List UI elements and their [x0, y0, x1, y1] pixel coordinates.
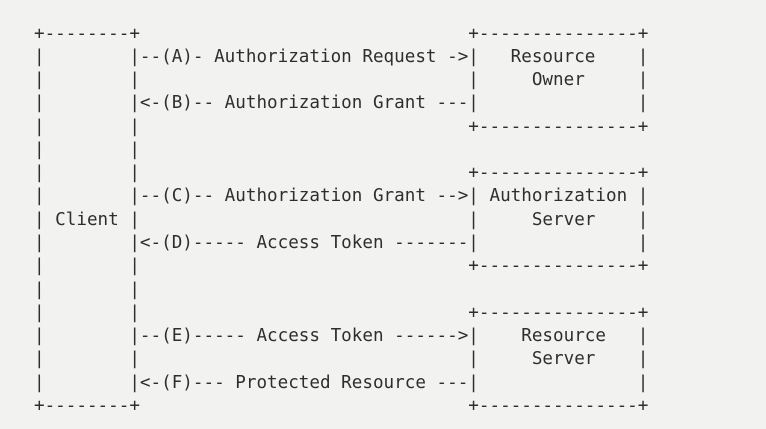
diagram-line-message-b: | |<-(B)-- Authorization Grant ---| | [34, 93, 649, 114]
diagram-line-message-a: | |--(A)- Authorization Request ->| Reso… [34, 46, 649, 67]
diagram-line-client-label: | Client | | Server | [34, 209, 649, 230]
diagram-line: | | +---------------+ [34, 256, 649, 277]
ascii-protocol-flow-diagram: +--------+ +---------------+| |--(A)- Au… [0, 17, 766, 429]
diagram-line: | | [34, 139, 140, 160]
diagram-line: +--------+ +---------------+ [34, 23, 649, 44]
diagram-line-message-d: | |<-(D)----- Access Token -------| | [34, 232, 649, 253]
diagram-line: | | +---------------+ [34, 302, 649, 323]
diagram-line-message-f: | |<-(F)--- Protected Resource ---| | [34, 372, 649, 393]
diagram-line: | | [34, 279, 140, 300]
diagram-line-message-c: | |--(C)-- Authorization Grant -->| Auth… [34, 186, 649, 207]
diagram-line: | | | Owner | [34, 70, 649, 91]
diagram-line: | | +---------------+ [34, 116, 649, 137]
diagram-line-message-e: | |--(E)----- Access Token ------>| Reso… [34, 326, 649, 347]
diagram-line: +--------+ +---------------+ [34, 395, 649, 416]
diagram-line: | | +---------------+ [34, 163, 649, 184]
diagram-line: | | | Server | [34, 349, 649, 370]
